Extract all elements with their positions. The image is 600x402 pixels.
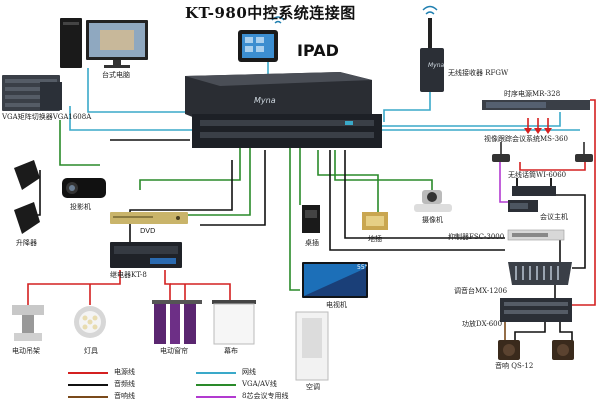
legend-swatch <box>196 396 236 398</box>
label-desktop: 台式电脑 <box>102 71 130 79</box>
suppressor-icon <box>507 229 565 241</box>
amplifier-icon <box>500 298 572 322</box>
legend-label: 音频线 <box>114 380 135 388</box>
power-sequencer-icon <box>482 100 590 110</box>
legend-label: 电源线 <box>114 368 135 376</box>
wireless-receiver-icon <box>420 18 444 92</box>
label-podium: 桌插 <box>305 239 319 247</box>
conference-cables <box>499 162 508 203</box>
legend-swatch <box>196 384 236 386</box>
label-camera: 摄像机 <box>422 216 443 224</box>
audio-cables <box>30 139 586 342</box>
wifi-icon <box>271 5 438 24</box>
mixer-icon <box>508 262 572 285</box>
conference-host-icon <box>508 200 538 212</box>
tv-icon <box>302 262 368 298</box>
desktop-computer-icon <box>60 18 148 68</box>
label-dvd: DVD <box>140 227 156 235</box>
vga-av-cables <box>59 120 433 291</box>
label-motor-hanger: 电动吊架 <box>12 347 40 355</box>
receiver-brand: Myna <box>428 62 445 69</box>
main-controller-icon <box>185 72 382 148</box>
ipad-label: IPAD <box>297 41 339 60</box>
ipad-icon <box>238 30 278 62</box>
conference-mic-icon <box>492 142 593 162</box>
label-relay: 继电器KT-8 <box>110 271 147 279</box>
label-wireless-mic: 无线话筒WI-6060 <box>508 171 567 179</box>
legend-label: 网线 <box>242 368 256 376</box>
label-conference-host: 会议主机 <box>540 213 568 221</box>
legend-label: 音响线 <box>114 392 135 400</box>
podium-socket-icon <box>302 205 320 233</box>
air-conditioner-icon <box>295 311 329 381</box>
wireless-mic-receiver-icon <box>512 178 556 196</box>
legend-label: 8芯会议专用线 <box>242 392 289 400</box>
label-suppressor: 抑制器FSC-3000 <box>448 233 505 241</box>
legend-swatch <box>68 372 108 374</box>
label-video-conference: 视像跟踪会议系统MS-360 <box>484 135 568 143</box>
motor-hanger-icon <box>12 305 44 341</box>
label-floor-socket: 地插 <box>368 235 382 243</box>
label-speaker: 音响 QS-12 <box>495 362 534 370</box>
legend-swatch <box>68 384 108 386</box>
label-lights: 灯具 <box>84 347 98 355</box>
lift-icon <box>14 160 40 234</box>
label-power-sequencer: 时序电源MR-328 <box>504 90 561 98</box>
label-screen: 幕布 <box>224 347 238 355</box>
speaker-icon <box>498 340 574 360</box>
projection-screen-icon <box>212 300 256 345</box>
tv-size-label: 55" <box>357 264 368 271</box>
curtain-icon <box>152 300 202 344</box>
projector-icon <box>62 178 106 198</box>
light-fixture-icon <box>74 306 106 338</box>
relay-icon <box>110 242 182 268</box>
legend-swatch <box>68 396 108 398</box>
label-mixer: 调音台MX-1206 <box>454 287 508 295</box>
label-tv: 电视机 <box>326 301 347 309</box>
label-lift: 升降器 <box>16 239 37 247</box>
label-projector: 投影机 <box>70 203 91 211</box>
label-matrix: VGA矩阵切换器VGA1608A <box>2 113 92 121</box>
vga-matrix-icon <box>2 75 62 111</box>
diagram-title: KT-980中控系统连接图 <box>185 4 356 22</box>
floor-socket-icon <box>362 212 388 230</box>
label-amplifier: 功放DX-600 <box>462 320 503 328</box>
controller-brand: Myna <box>254 96 276 105</box>
legend-swatch <box>196 372 236 374</box>
legend-label: VGA/AV线 <box>242 380 277 388</box>
dvd-player-icon <box>110 212 188 224</box>
label-curtain: 电动窗帘 <box>160 347 188 355</box>
power-cables <box>27 99 596 306</box>
label-wireless-receiver: 无线接收器 RFGW <box>448 69 509 77</box>
label-ac: 空调 <box>306 383 320 391</box>
camera-icon <box>414 190 452 212</box>
power-arrows <box>524 128 552 134</box>
